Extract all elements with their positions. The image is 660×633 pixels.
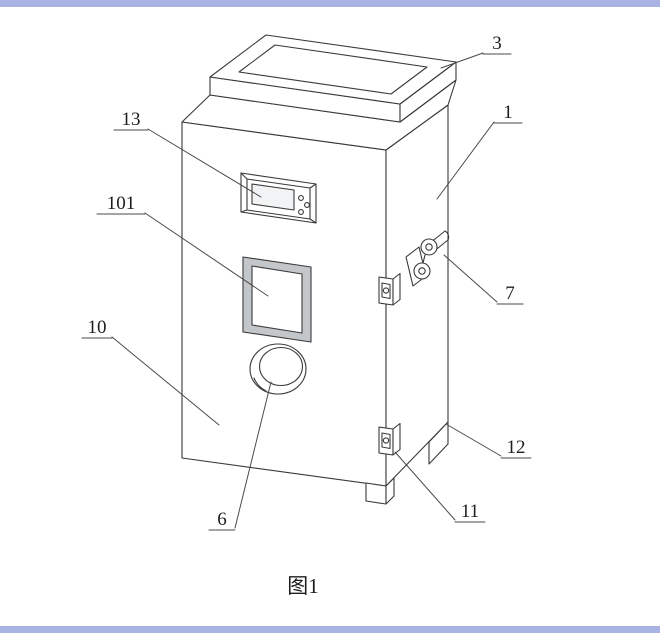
window-glass xyxy=(251,265,303,334)
knob xyxy=(249,343,307,395)
label-latch: 7 xyxy=(443,254,524,305)
label-text-foot: 12 xyxy=(507,437,526,458)
latch-upper-knob-center xyxy=(425,243,433,251)
leader-line-latch xyxy=(443,254,498,303)
display-bevel-edge xyxy=(309,183,317,189)
label-text-knob: 6 xyxy=(217,509,227,530)
leader-line-knob xyxy=(234,381,272,529)
label-body: 1 xyxy=(436,102,523,200)
front-right-foot-front xyxy=(365,482,387,505)
lid-top-inner-panel xyxy=(238,44,428,95)
label-text-latch: 7 xyxy=(505,283,515,304)
label-window: 101 xyxy=(96,193,269,297)
front-right-foot-side xyxy=(385,477,395,505)
lower-hinge-pin xyxy=(382,437,390,444)
label-text-window: 101 xyxy=(107,193,136,214)
upper-hinge-plate xyxy=(381,282,391,300)
display-button xyxy=(298,195,304,201)
observation-window xyxy=(242,256,312,343)
knob-rim-arc xyxy=(253,377,267,392)
label-lid: 3 xyxy=(440,33,512,69)
label-text-body: 1 xyxy=(503,102,513,123)
support-feet xyxy=(365,421,449,505)
label-text-lid: 3 xyxy=(492,33,502,54)
upper-hinge xyxy=(378,272,401,306)
latch-link xyxy=(422,254,426,264)
latch-lower-knob xyxy=(413,262,431,280)
figure-caption: 图1 xyxy=(287,574,319,598)
leader-line-foot xyxy=(445,423,502,457)
lid-top-face xyxy=(209,34,457,105)
upper-hinge-side xyxy=(392,272,401,306)
display-screen xyxy=(251,183,295,211)
top-accent-bar xyxy=(0,0,660,7)
display-bevel-edge xyxy=(309,218,317,224)
leader-line-front xyxy=(111,336,220,426)
lower-hinge-plate xyxy=(381,432,391,450)
lower-hinge-side xyxy=(392,422,401,456)
label-text-hinge: 11 xyxy=(461,501,479,522)
leader-line-lid xyxy=(440,52,484,69)
latch-assembly xyxy=(405,230,450,287)
bottom-accent-bar xyxy=(0,626,660,633)
cabinet-lid xyxy=(209,34,457,123)
upper-hinge-pin xyxy=(382,287,390,294)
display-button xyxy=(298,209,304,215)
knob-inner-ring xyxy=(258,346,304,387)
display-button xyxy=(304,202,310,208)
back-right-foot xyxy=(428,421,449,465)
display-bevel-edge xyxy=(240,209,248,213)
label-text-front: 10 xyxy=(88,317,107,338)
lower-hinge xyxy=(378,422,401,456)
leader-line-window xyxy=(144,212,269,297)
display-bevel-edge xyxy=(240,172,248,180)
latch-hook xyxy=(444,230,450,241)
label-knob: 6 xyxy=(208,381,272,531)
label-text-display: 13 xyxy=(122,109,141,130)
leader-line-body xyxy=(436,121,495,200)
label-display-panel: 13 xyxy=(113,109,262,198)
latch-upper-knob xyxy=(420,238,438,256)
display-panel xyxy=(240,172,317,224)
leader-line-hinge xyxy=(394,451,456,521)
label-cabinet-front: 10 xyxy=(81,317,220,426)
label-hinge: 11 xyxy=(394,451,486,523)
leader-line-display xyxy=(147,128,262,198)
latch-lower-knob-center xyxy=(418,267,426,275)
label-support-foot: 12 xyxy=(445,423,532,459)
